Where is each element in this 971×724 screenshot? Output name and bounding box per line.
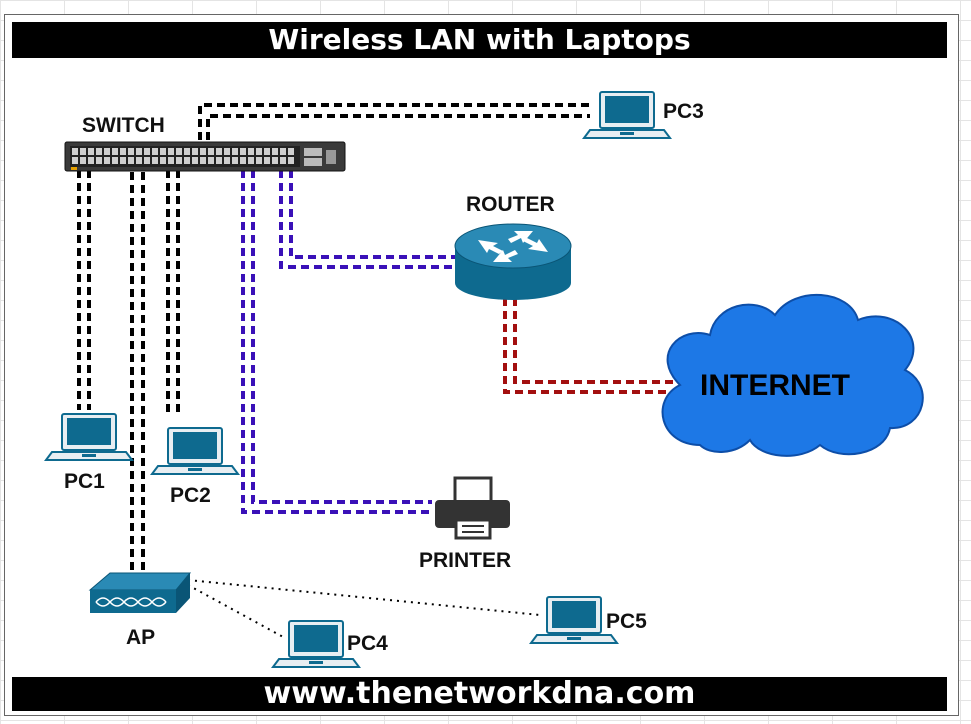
link-ap-pc5: [187, 579, 541, 616]
switch-port: [208, 157, 214, 164]
switch-port: [88, 157, 94, 164]
ap-label: AP: [126, 626, 155, 649]
switch-port: [200, 148, 206, 155]
footer-url: www.thenetworkdna.com: [12, 677, 947, 711]
switch-port: [112, 148, 118, 155]
page-title: Wireless LAN with Laptops: [12, 22, 947, 58]
switch-port: [264, 157, 270, 164]
switch-port: [224, 157, 230, 164]
pc5-laptop-icon: [530, 596, 618, 644]
pc5-label: PC5: [606, 610, 647, 633]
pc2-label: PC2: [170, 484, 211, 507]
switch-port: [176, 148, 182, 155]
switch-port: [128, 157, 134, 164]
switch-port: [160, 157, 166, 164]
router-label: ROUTER: [466, 193, 555, 216]
switch-device: [64, 141, 346, 172]
router-arrows-icon: [478, 231, 548, 262]
router-device: [454, 223, 572, 300]
switch-port: [272, 148, 278, 155]
switch-port: [224, 148, 230, 155]
switch-port: [168, 157, 174, 164]
wireless-ap-links: [187, 579, 541, 639]
printer-label: PRINTER: [419, 549, 511, 572]
switch-port: [208, 148, 214, 155]
switch-port: [88, 148, 94, 155]
switch-port: [192, 148, 198, 155]
switch-port: [184, 157, 190, 164]
switch-port: [152, 148, 158, 155]
switch-port: [120, 157, 126, 164]
link-ap-pc4: [187, 584, 286, 639]
switch-port: [80, 148, 86, 155]
switch-port: [192, 157, 198, 164]
switch-port: [272, 157, 278, 164]
internet-cloud: [661, 294, 924, 457]
pc3-label: PC3: [663, 100, 704, 123]
switch-port: [264, 148, 270, 155]
switch-port: [184, 148, 190, 155]
switch-port: [176, 157, 182, 164]
switch-port: [128, 148, 134, 155]
link-switch-pc2: [166, 170, 180, 412]
switch-ports: [72, 148, 294, 164]
pc1-laptop-icon: [45, 413, 133, 461]
wave-icon: [95, 597, 167, 607]
switch-port: [256, 157, 262, 164]
switch-port: [96, 148, 102, 155]
pc1-label: PC1: [64, 470, 105, 493]
switch-port: [80, 157, 86, 164]
link-switch-printer: [241, 170, 432, 514]
pc3-laptop-icon: [583, 91, 671, 139]
switch-port: [152, 157, 158, 164]
switch-port: [144, 157, 150, 164]
switch-port: [144, 148, 150, 155]
switch-port: [96, 157, 102, 164]
switch-port: [104, 148, 110, 155]
switch-port: [232, 148, 238, 155]
switch-port: [240, 157, 246, 164]
switch-port: [240, 148, 246, 155]
switch-port: [168, 148, 174, 155]
switch-port: [280, 157, 286, 164]
switch-port: [216, 148, 222, 155]
switch-port: [256, 148, 262, 155]
switch-port: [216, 157, 222, 164]
switch-port: [280, 148, 286, 155]
switch-port: [160, 148, 166, 155]
switch-port: [248, 157, 254, 164]
switch-port: [288, 148, 294, 155]
access-point-device: [88, 572, 192, 613]
link-switch-ap: [130, 172, 145, 570]
switch-port: [72, 148, 78, 155]
pc4-label: PC4: [347, 632, 388, 655]
switch-label: SWITCH: [82, 114, 165, 137]
switch-port: [120, 148, 126, 155]
switch-port: [200, 157, 206, 164]
internet-label: INTERNET: [700, 369, 850, 402]
printer-device: [435, 476, 510, 540]
link-switch-router: [279, 170, 455, 269]
pc2-laptop-icon: [151, 427, 239, 475]
switch-port: [136, 157, 142, 164]
switch-port: [112, 157, 118, 164]
link-switch-pc1: [77, 170, 91, 410]
switch-port: [232, 157, 238, 164]
link-switch-pc3: [198, 103, 590, 140]
link-router-internet: [503, 298, 675, 394]
switch-port: [248, 148, 254, 155]
switch-port: [104, 157, 110, 164]
switch-port: [72, 157, 78, 164]
switch-port: [136, 148, 142, 155]
switch-port: [288, 157, 294, 164]
